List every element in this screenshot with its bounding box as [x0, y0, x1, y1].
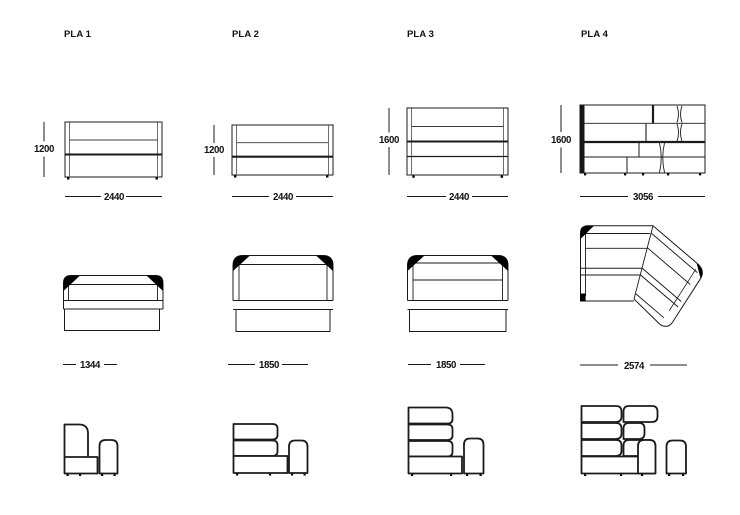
- pla2-module-icon: [232, 423, 309, 476]
- pla3-dimension-lines: [388, 108, 508, 197]
- pla4-plan-width-label: 2574: [623, 359, 645, 372]
- pla4-title: PLA 4: [581, 29, 609, 40]
- pla3-width-label: 2440: [448, 191, 470, 203]
- pla3-plan-width-label: 1850: [434, 359, 457, 371]
- pla4-height-label: 1600: [550, 134, 572, 146]
- pla2-height-label: 1200: [203, 143, 225, 156]
- pla3-plan-view: [407, 255, 509, 332]
- pla1-title: PLA 1: [64, 29, 92, 40]
- pla1-dimension-lines: [43, 122, 162, 197]
- pla4-width-label: 3056: [631, 191, 654, 203]
- pla2-front-elevation: [231, 124, 334, 178]
- pla3-title: PLA 3: [407, 29, 435, 40]
- pla4-plan-view: [580, 225, 703, 327]
- pla3-height-label: 1600: [378, 134, 400, 146]
- pla1-plan-width-label: 1344: [79, 359, 101, 371]
- pla1-front-elevation: [64, 121, 163, 180]
- pla2-dimension-lines: [213, 125, 333, 197]
- pla1-plan-view: [63, 275, 164, 331]
- pla2-width-label: 2440: [271, 191, 294, 203]
- pla3-module-icon: [407, 406, 485, 476]
- pla4-dimension-lines: [560, 105, 705, 197]
- pla4-module-icon: [580, 405, 687, 476]
- pla1-height-label: 1200: [33, 143, 55, 155]
- pla3-front-elevation: [406, 107, 509, 178]
- pla2-plan-view: [232, 255, 334, 332]
- pla2-plan-width-label: 1850: [257, 359, 280, 371]
- pla4-front-elevation: [579, 104, 706, 176]
- pla1-module-icon: [63, 423, 119, 476]
- pla2-title: PLA 2: [232, 29, 260, 40]
- pla1-width-label: 2440: [102, 191, 125, 203]
